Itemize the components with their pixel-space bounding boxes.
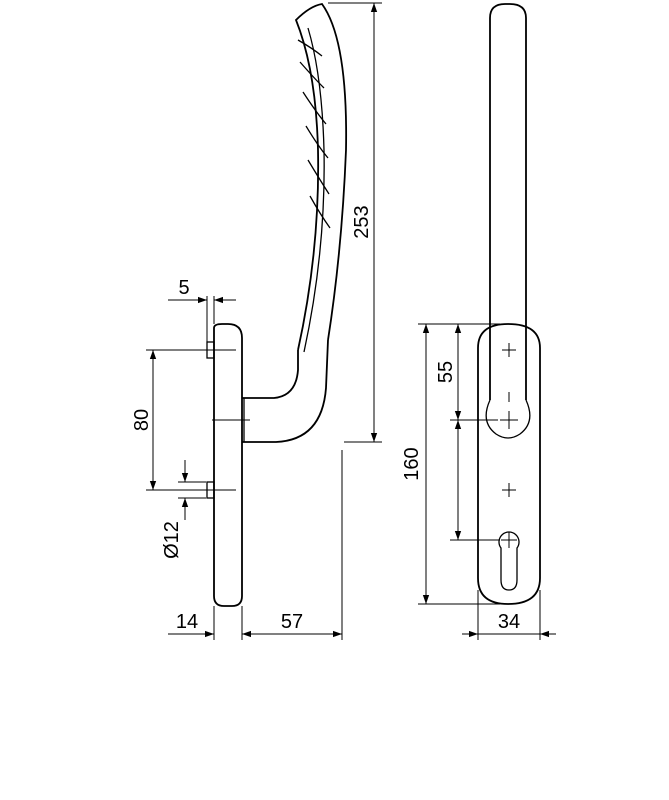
dimension-160: 160 — [401, 323, 500, 605]
dimension-14-57: 14 57 — [168, 450, 343, 640]
front-view — [477, 3, 541, 605]
grip-ridges — [297, 39, 331, 229]
dimension-55: 55 — [435, 324, 500, 541]
lever-front — [489, 3, 527, 400]
dimension-5: 5 — [168, 277, 236, 342]
dim-label-253: 253 — [351, 205, 373, 238]
rose-plate-front — [477, 323, 541, 605]
dimension-34: 34 — [462, 590, 556, 640]
dim-label-57: 57 — [281, 611, 303, 633]
keyhole-center-mark — [501, 532, 517, 548]
dim-label-34: 34 — [498, 611, 520, 633]
lever-inner-line — [303, 27, 325, 353]
cylinder-keyhole — [498, 531, 520, 591]
dimension-253: 253 — [328, 2, 382, 443]
spindle-boss-front — [485, 399, 531, 439]
lever-outline — [294, 3, 348, 351]
handle-neck-lower — [242, 339, 329, 443]
dim-label-diameter: Ø12 — [161, 521, 183, 559]
spindle-mark — [500, 392, 518, 429]
side-view — [200, 3, 348, 607]
top-screw-mark — [502, 343, 516, 357]
dim-label-55: 55 — [435, 361, 457, 383]
rose-plate-side — [213, 323, 243, 607]
dim-label-5: 5 — [178, 277, 189, 299]
bottom-screw-mark — [502, 483, 516, 497]
dim-label-14: 14 — [176, 611, 198, 633]
dimension-diameter-12: Ø12 — [161, 460, 206, 559]
dimension-80: 80 — [131, 349, 206, 491]
handle-neck — [242, 350, 299, 399]
dim-label-160: 160 — [401, 447, 423, 480]
dim-label-80: 80 — [131, 409, 153, 431]
